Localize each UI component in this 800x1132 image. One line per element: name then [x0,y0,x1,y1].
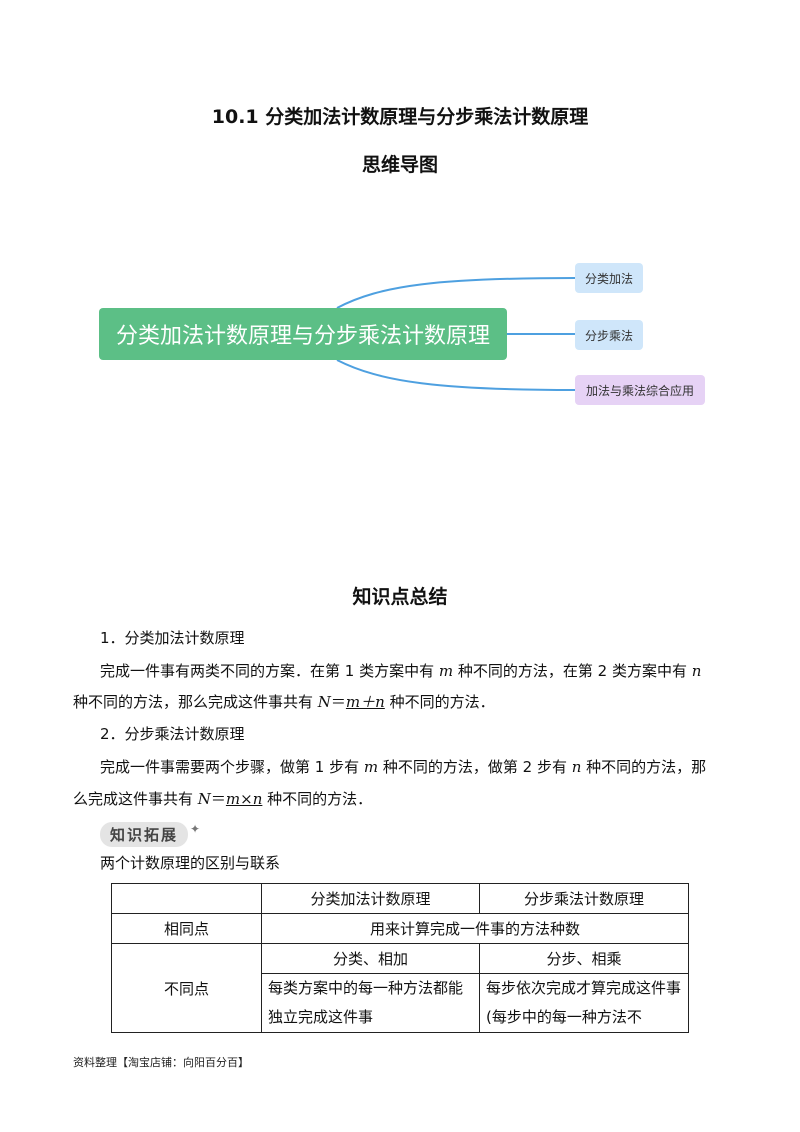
text-segment: 种不同的方法，那么完成这件事共有 [73,693,318,711]
page-footer: 资料整理【淘宝店铺：向阳百分百】 [73,1056,249,1069]
math-m: m [363,758,379,776]
badge-label: 知识拓展 [100,821,189,847]
text-segment: 完成一件事需要两个步骤，做第 1 步有 [100,758,364,776]
math-formula-sum: m＋n [345,693,385,711]
extension-caption: 两个计数原理的区别与联系 [100,854,281,872]
mindmap-branch-addition: 分类加法 [575,263,643,293]
table-header-cell [111,883,262,914]
table-row: 相同点 用来计算完成一件事的方法种数 [111,913,689,944]
math-m: m [438,662,454,680]
item2-line2: 么完成这件事共有 N＝m×n 种不同的方法． [73,789,372,809]
table-cell: 分类、相加 [261,943,480,974]
knowledge-extension-badge: 知识拓展 ✦ [100,821,201,847]
text-segment: 种不同的方法，那 [581,758,707,776]
comparison-table: 分类加法计数原理 分步乘法计数原理 相同点 用来计算完成一件事的方法种数 不同点… [111,883,689,1033]
table-header-row: 分类加法计数原理 分步乘法计数原理 [111,883,689,914]
math-n: n [691,662,702,680]
item1-title: 1．分类加法计数原理 [100,629,245,647]
math-equals: ＝ [210,790,226,808]
math-equals: ＝ [330,693,346,711]
math-formula-product: m×n [225,790,263,808]
item2-title: 2．分步乘法计数原理 [100,725,245,743]
table-cell: 每类方案中的每一种方法都能独立完成这件事 [261,973,480,1033]
row-label-same: 相同点 [111,913,262,944]
sparkle-icon: ✦ [190,822,201,836]
math-N: N [197,790,211,808]
math-N: N [317,693,331,711]
mindmap-branch-combined: 加法与乘法综合应用 [575,375,705,405]
summary-heading: 知识点总结 [352,586,448,608]
table-cell: 分步、相乘 [479,943,689,974]
item1-line2: 种不同的方法，那么完成这件事共有 N＝m＋n 种不同的方法． [73,692,495,712]
item2-line1: 完成一件事需要两个步骤，做第 1 步有 m 种不同的方法，做第 2 步有 n 种… [100,757,706,777]
mindmap-branch-multiplication: 分步乘法 [575,320,643,350]
mindmap-root-node: 分类加法计数原理与分步乘法计数原理 [99,308,507,360]
text-segment: 种不同的方法． [262,790,373,808]
item1-line1: 完成一件事有两类不同的方案．在第 1 类方案中有 m 种不同的方法，在第 2 类… [100,661,701,681]
page-title: 10.1 分类加法计数原理与分步乘法计数原理 [211,106,589,128]
text-segment: 完成一件事有两类不同的方案．在第 1 类方案中有 [100,662,439,680]
text-segment: 种不同的方法，做第 2 步有 [378,758,572,776]
row-label-diff: 不同点 [111,943,262,1033]
math-n: n [571,758,582,776]
table-row: 每类方案中的每一种方法都能独立完成这件事 每步依次完成才算完成这件事(每步中的每… [112,973,689,1033]
table-header-cell: 分类加法计数原理 [261,883,480,914]
page-subtitle: 思维导图 [361,154,438,176]
row-value-same: 用来计算完成一件事的方法种数 [261,913,689,944]
text-segment: 种不同的方法，在第 2 类方案中有 [453,662,692,680]
mindmap-connectors [336,277,576,391]
text-segment: 种不同的方法． [384,693,495,711]
table-row: 不同点 分类、相加 分步、相乘 [111,943,689,1033]
table-cell: 每步依次完成才算完成这件事(每步中的每一种方法不 [479,973,689,1033]
text-segment: 么完成这件事共有 [73,790,198,808]
table-header-cell: 分步乘法计数原理 [479,883,689,914]
